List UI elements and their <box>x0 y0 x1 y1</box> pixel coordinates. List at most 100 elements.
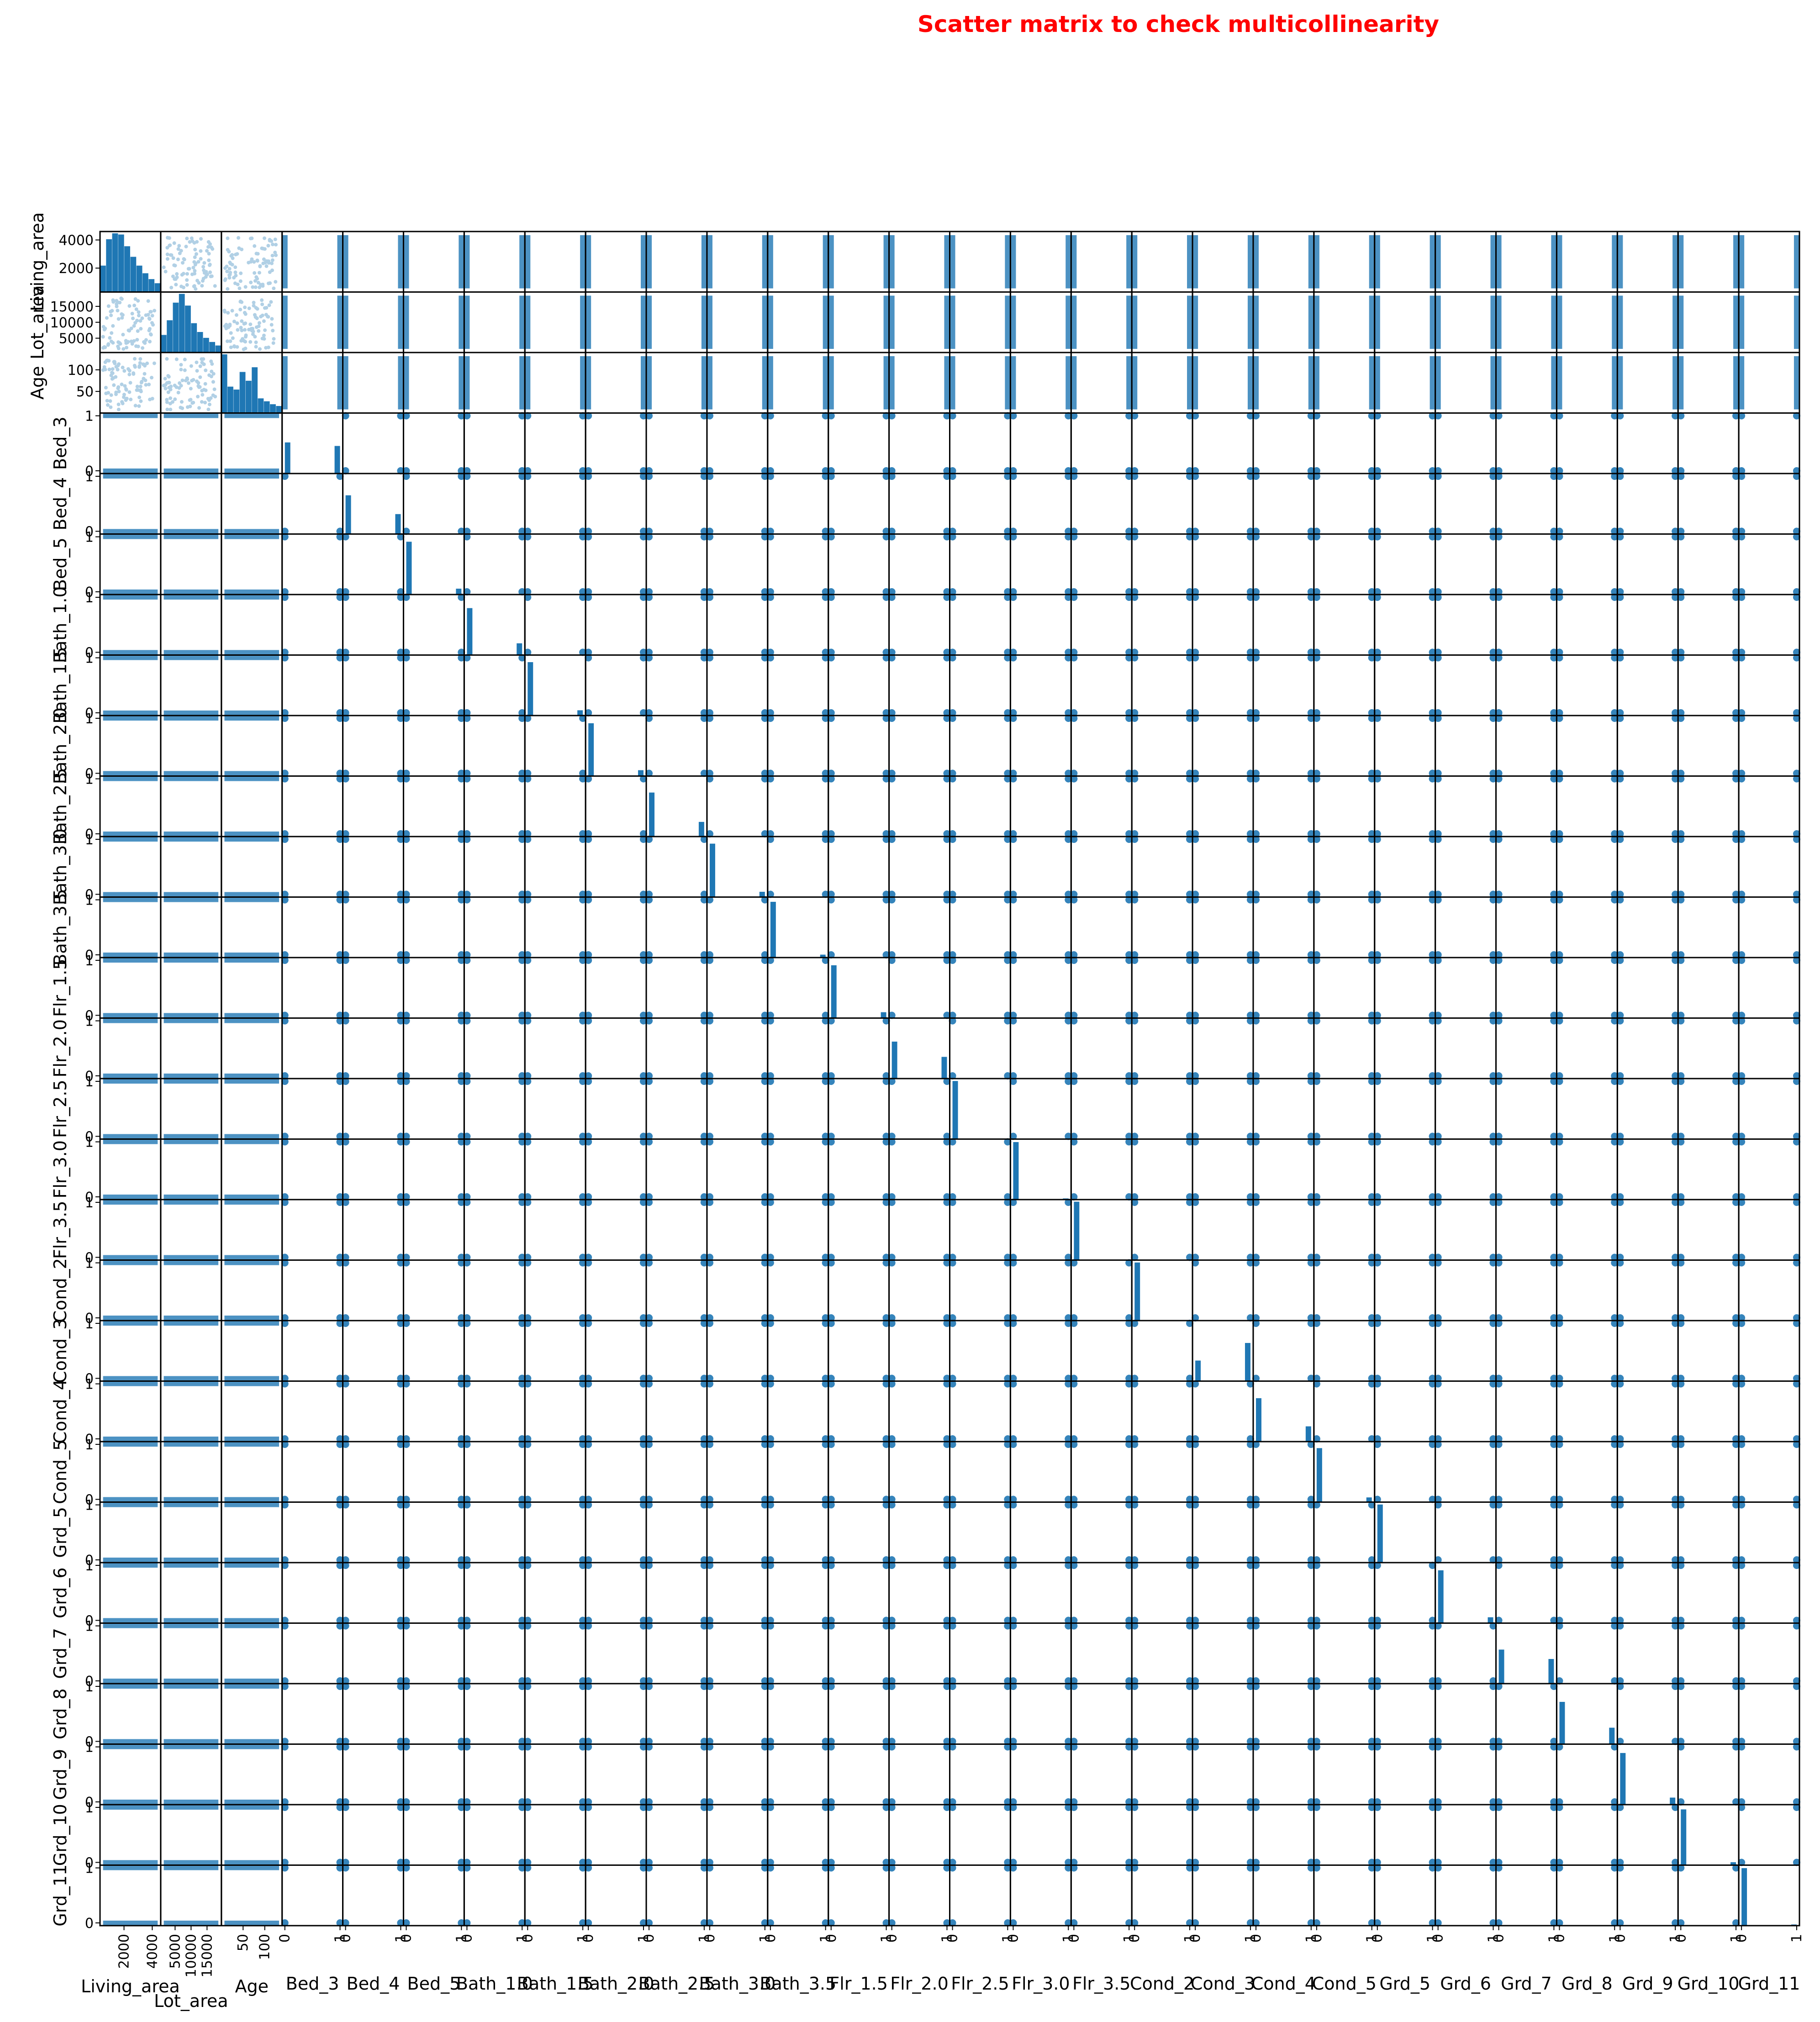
scatter-point <box>1313 830 1320 837</box>
scatter-point <box>1004 830 1012 837</box>
scatter-point <box>1611 1132 1619 1140</box>
scatter-point <box>1793 1138 1800 1146</box>
scatter-points <box>101 357 156 411</box>
scatter-point <box>949 890 956 898</box>
scatter-point <box>1793 654 1800 662</box>
scatter-point <box>1672 412 1679 420</box>
scatter-point <box>458 1253 465 1261</box>
scatter-point <box>1738 775 1746 783</box>
scatter-point <box>1550 1078 1558 1085</box>
scatter-points <box>103 1376 158 1381</box>
scatter-point <box>1677 775 1685 783</box>
scatter-point <box>1495 1132 1503 1140</box>
scatter-point <box>1009 1314 1017 1322</box>
x-tick-label: 0 <box>823 1934 839 1943</box>
cell-flr-3-5-vs-grd-9 <box>1616 1199 1679 1261</box>
scatter-point <box>1368 654 1376 662</box>
scatter-point <box>1009 1253 1017 1261</box>
scatter-points <box>164 589 219 594</box>
scatter-points <box>1739 356 1745 410</box>
scatter-point <box>1611 715 1619 722</box>
scatter-points <box>103 1442 158 1447</box>
scatter-point <box>949 957 956 964</box>
scatter-point <box>1125 769 1133 777</box>
scatter-point <box>458 473 465 480</box>
scatter-point <box>1732 648 1740 656</box>
scatter-point <box>1489 1253 1497 1261</box>
scatter-point <box>1004 588 1012 595</box>
scatter-point <box>949 588 956 595</box>
scatter-points <box>1374 235 1380 289</box>
scatter-point <box>1252 1259 1260 1267</box>
scatter-point <box>1556 467 1563 474</box>
hist-bar <box>831 965 837 1018</box>
scatter-point <box>579 648 587 656</box>
scatter-points <box>103 1381 158 1386</box>
scatter-point <box>1495 1078 1503 1085</box>
scatter-point <box>639 467 647 474</box>
scatter-point <box>1125 1314 1133 1322</box>
hist-bar <box>1305 1426 1311 1442</box>
scatter-point <box>943 473 951 480</box>
scatter-point <box>1246 473 1254 480</box>
scatter-point <box>761 775 769 783</box>
hist-bar <box>1670 1797 1676 1805</box>
scatter-point <box>761 1078 769 1085</box>
scatter-points <box>464 295 470 349</box>
scatter-points <box>103 1200 158 1205</box>
scatter-point <box>822 1011 829 1019</box>
scatter-point <box>1616 769 1624 777</box>
scatter-point <box>1307 1259 1315 1267</box>
scatter-points <box>889 295 895 349</box>
scatter-point <box>1252 951 1260 958</box>
scatter-point <box>1489 951 1497 958</box>
scatter-points <box>343 295 348 349</box>
scatter-point <box>827 1078 835 1085</box>
scatter-point <box>1009 1132 1017 1140</box>
scatter-point <box>1125 1259 1133 1267</box>
scatter-point <box>579 769 587 777</box>
scatter-point <box>336 654 344 662</box>
scatter-points <box>164 468 219 473</box>
scatter-point <box>827 654 835 662</box>
hist-bar <box>892 1042 897 1079</box>
x-tick-label: 4000 <box>144 1934 160 1969</box>
scatter-point <box>761 1138 769 1146</box>
scatter-points <box>103 837 158 842</box>
scatter-points <box>164 529 219 534</box>
scatter-point <box>827 1259 835 1267</box>
scatter-point <box>1793 1011 1800 1019</box>
scatter-point <box>1732 1072 1740 1079</box>
x-tick-label: 0 <box>1370 1934 1386 1943</box>
scatter-point <box>700 957 708 964</box>
scatter-points <box>1733 295 1739 349</box>
scatter-point <box>1732 769 1740 777</box>
scatter-point <box>342 715 349 722</box>
scatter-point <box>882 709 890 716</box>
scatter-point <box>822 1314 829 1322</box>
scatter-point <box>281 769 289 777</box>
scatter-point <box>639 1314 647 1322</box>
scatter-point <box>706 1138 713 1146</box>
scatter-point <box>1252 715 1260 722</box>
scatter-point <box>1434 1132 1442 1140</box>
scatter-point <box>1252 957 1260 964</box>
scatter-point <box>1489 1017 1497 1025</box>
scatter-points <box>1551 295 1557 349</box>
scatter-point <box>1677 709 1685 716</box>
scatter-point <box>1252 1199 1260 1206</box>
hist-bar <box>233 390 240 413</box>
scatter-point <box>1616 1259 1624 1267</box>
scatter-point <box>585 1320 592 1327</box>
scatter-point <box>700 1253 708 1261</box>
scatter-point <box>1009 1078 1017 1085</box>
scatter-point <box>1489 1072 1497 1079</box>
scatter-point <box>1192 527 1199 535</box>
scatter-point <box>1556 1017 1563 1025</box>
scatter-point <box>1550 594 1558 601</box>
scatter-points <box>224 1497 280 1502</box>
x-tick-label: 0 <box>945 1934 961 1943</box>
scatter-point <box>1307 1011 1315 1019</box>
scatter-point <box>1004 473 1012 480</box>
scatter-point <box>761 412 769 420</box>
